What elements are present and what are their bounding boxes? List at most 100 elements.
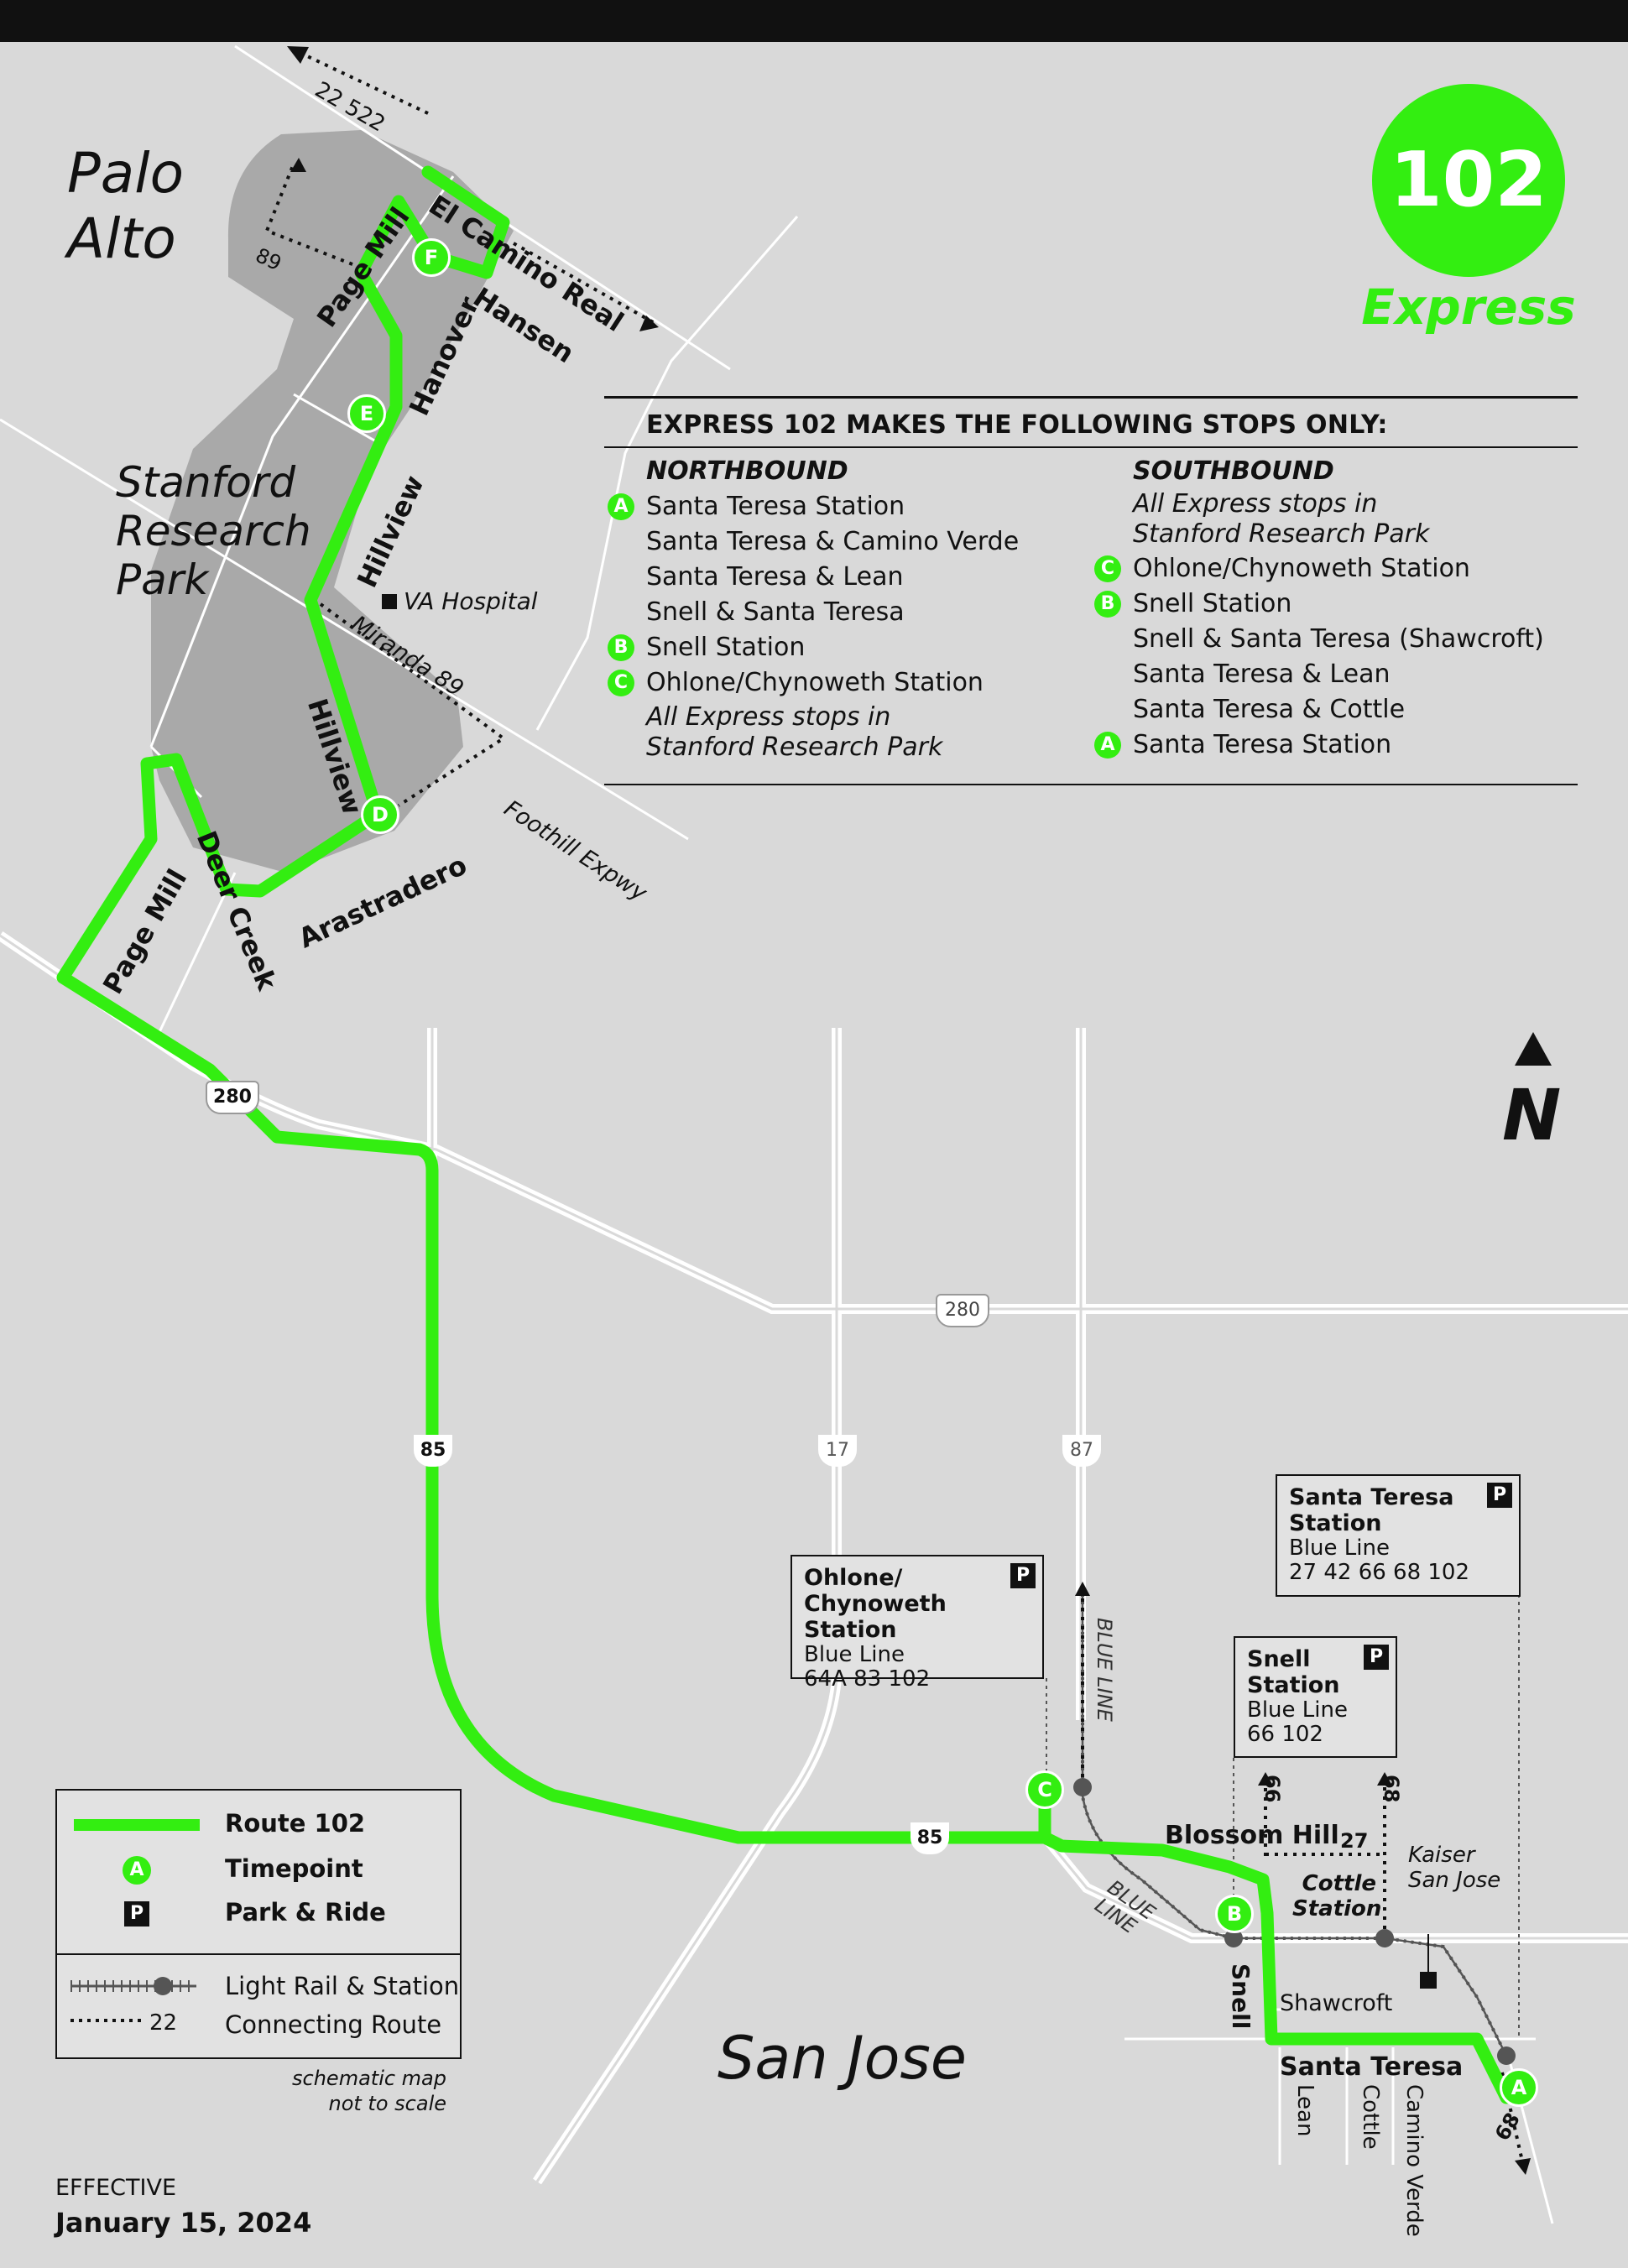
sb-stop-4-name: Santa Teresa & Lean [1133,660,1391,689]
place-stanford-line2: Research [116,507,311,555]
timepoint-e[interactable]: E [347,394,386,433]
legend-park-icon: P [124,1901,149,1926]
legend-connecting-icon [70,2019,142,2022]
sb-stop-3-name: Snell & Santa Teresa (Shawcroft) [1133,624,1544,654]
street-camino-verde: Camino Verde [1401,2084,1427,2237]
timepoint-b-icon: B [1094,591,1121,618]
legend-park-label: Park & Ride [225,1898,386,1926]
light-rail-line [1081,1594,1508,2057]
place-va-hospital: VA Hospital [382,587,538,615]
cottle-station-line1: Cottle [1302,1871,1376,1896]
ohlone-box-name2: Chynoweth Station [804,1591,947,1643]
northbound-heading: NORTHBOUND [646,456,848,486]
shield-sr85-north: 85 [414,1435,452,1467]
place-kaiser-line2: San Jose [1408,1868,1501,1893]
timepoint-f[interactable]: F [412,238,451,277]
cottle-station-line2: Station [1292,1896,1382,1921]
nb-note: All Express stops in Stanford Research P… [646,702,943,762]
sb-stop-1: C Ohlone/Chynoweth Station [1094,551,1578,587]
legend-timepoint-label: Timepoint [225,1854,363,1883]
nb-stop-2-name: Santa Teresa & Camino Verde [646,527,1020,556]
schematic-note-line1: schematic map [292,2067,446,2090]
connecting-routes [264,53,1525,2166]
nb-stop-1: A Santa Teresa Station [608,489,1116,524]
legend: Route 102 A Timepoint P Park & Ride Ligh… [55,1789,462,2059]
sb-stop-5: Santa Teresa & Cottle [1133,692,1578,727]
snell-park-icon: P [1364,1645,1389,1670]
legend-separator [57,1953,460,1955]
northbound-column: NORTHBOUND A Santa Teresa Station Santa T… [608,456,1116,764]
place-stanford: Stanford Research Park [116,458,311,604]
stops-panel: EXPRESS 102 MAKES THE FOLLOWING STOPS ON… [604,396,1578,785]
timepoint-a-icon: A [608,493,634,520]
route-number: 102 [1390,136,1547,224]
station-box-santa-teresa: Santa Teresa Station Blue Line 27 42 66 … [1276,1474,1521,1597]
sb-stop-2: B Snell Station [1094,587,1578,622]
street-foothill: Foothill Expwy [499,795,652,907]
station-box-snell: Snell Station Blue Line 66 102 P [1234,1636,1397,1758]
nb-stop-5-name: Snell Station [646,633,806,662]
street-miranda-label: Miranda [347,611,438,683]
street-lean: Lean [1292,2084,1318,2137]
route-68-bottom: 68 [1490,2109,1525,2145]
timepoint-c-icon: C [608,670,634,696]
stanford-research-park-area [151,130,514,873]
snell-box-routes: 66 102 [1247,1722,1323,1747]
shield-sr17: 17 [818,1435,857,1467]
route-66: 66 [1260,1775,1284,1803]
nb-stop-2: Santa Teresa & Camino Verde [646,524,1116,560]
effective-label: EFFECTIVE [55,2175,177,2201]
sb-stop-5-name: Santa Teresa & Cottle [1133,695,1406,724]
street-hillview-south: Hillview [300,695,369,819]
santa-teresa-box-routes: 27 42 66 68 102 [1289,1560,1470,1585]
street-santa-teresa: Santa Teresa [1280,2052,1464,2082]
timepoint-c-icon: C [1094,555,1121,582]
route-22-522: 22 522 [310,77,389,138]
stops-panel-top-rule [604,396,1578,399]
nb-stop-1-name: Santa Teresa Station [646,492,905,521]
shield-i280-east: 280 [936,1294,989,1327]
stops-panel-title: EXPRESS 102 MAKES THE FOLLOWING STOPS ON… [646,410,1388,440]
freeway-centerlines [0,934,1628,2182]
legend-route-swatch [74,1819,200,1831]
street-snell: Snell [1227,1963,1255,2030]
legend-connecting-label: Connecting Route [225,2010,442,2039]
sb-stop-4: Santa Teresa & Lean [1133,657,1578,692]
station-box-ohlone: Ohlone/ Chynoweth Station Blue Line 64A … [791,1555,1044,1692]
ohlone-box-line: Blue Line [804,1642,905,1667]
street-blue-line-south: BLUE LINE [1091,1875,1160,1942]
street-miranda: Miranda 89 [347,611,468,702]
nb-stop-4-name: Snell & Santa Teresa [646,597,905,627]
place-kaiser-line1: Kaiser [1408,1843,1475,1868]
street-arastradero: Arastradero [294,848,472,955]
sb-stop-2-name: Snell Station [1133,589,1292,618]
legend-route-label: Route 102 [225,1809,366,1838]
sb-stop-1-name: Ohlone/Chynoweth Station [1133,554,1470,583]
route-102-line[interactable] [56,165,1513,2104]
snell-box-name2: Station [1247,1672,1340,1698]
legend-rail-icon [70,1977,196,1995]
timepoint-c[interactable]: C [1025,1770,1064,1809]
place-palo-alto-line2: Alto [67,206,176,271]
street-blue-line-north: BLUE LINE [1093,1618,1116,1722]
nb-stop-3: Santa Teresa & Lean [646,560,1116,595]
ohlone-box-name1: Ohlone/ [804,1565,903,1591]
kaiser-marker [1420,1972,1437,1989]
effective-date: January 15, 2024 [55,2207,312,2239]
place-palo-alto: Palo Alto [67,141,184,272]
timepoint-d[interactable]: D [361,795,399,834]
timepoint-a[interactable]: A [1500,2068,1538,2107]
timepoint-b[interactable]: B [1215,1895,1254,1933]
schematic-note: schematic map not to scale [243,2066,446,2116]
north-arrow-icon [1515,1032,1552,1066]
sb-stop-3: Snell & Santa Teresa (Shawcroft) [1133,622,1578,657]
route-89-miranda: 89 [429,665,468,702]
street-page-mill-north: Page Mill [310,201,416,333]
nb-stop-3-name: Santa Teresa & Lean [646,562,904,592]
va-hospital-icon [382,594,397,609]
southbound-column: SOUTHBOUND All Express stops in Stanford… [1094,456,1578,763]
